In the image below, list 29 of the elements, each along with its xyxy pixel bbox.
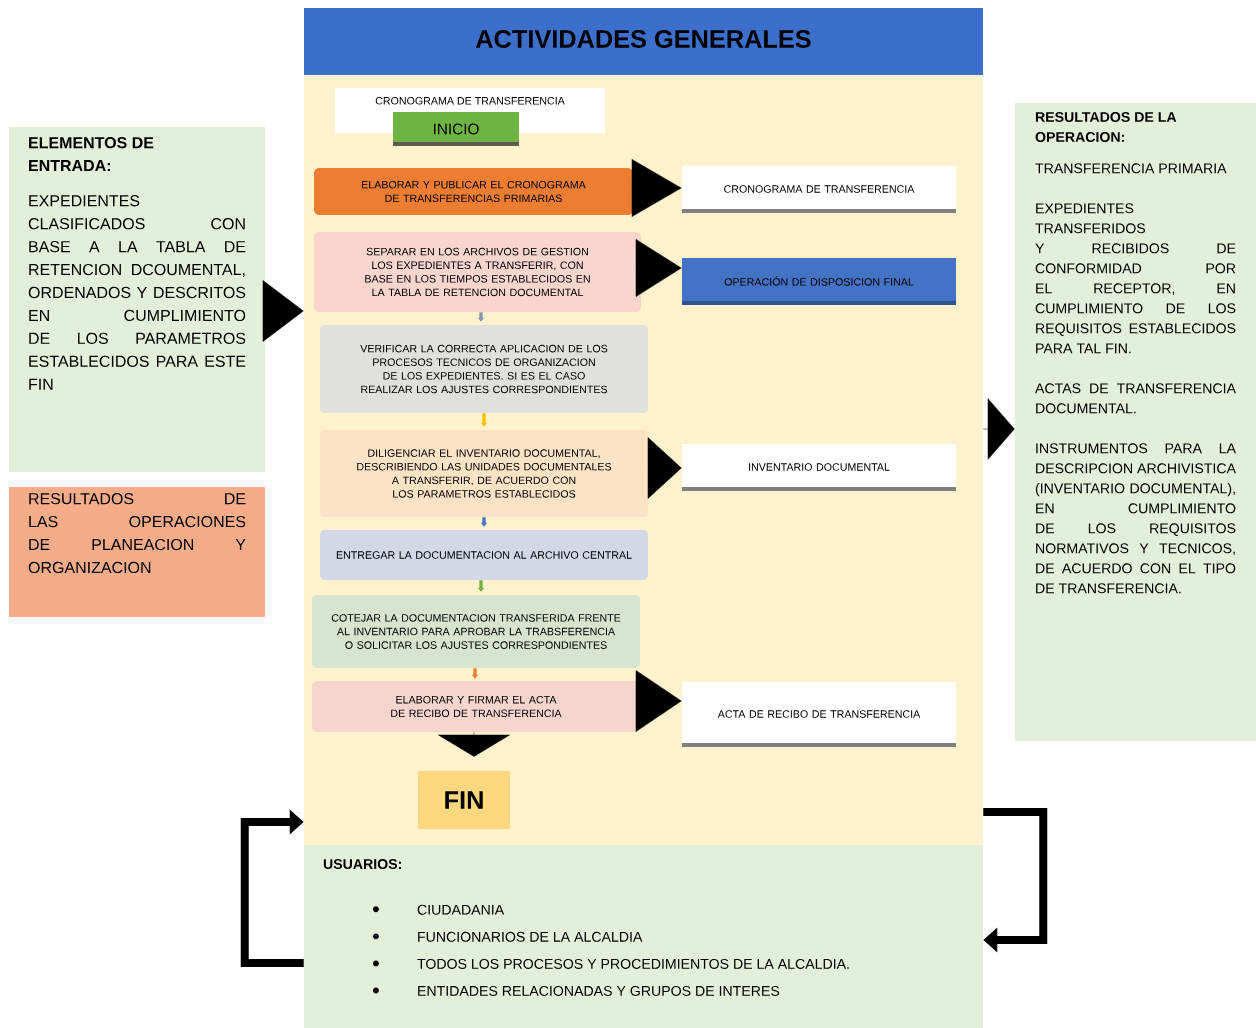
process-box: COTEJAR LA DOCUMENTACION TRANSFERIDA FRENTE AL INVENTARIO PARA APROBAR LA TRABSFERENCIA O SOLICITAR LOS AJUSTES CORRESPONDIENTES [312, 595, 640, 668]
arrow [478, 580, 484, 592]
process-box: ELABORAR Y FIRMAR EL ACTA DE RECIBO DE TRANSFERENCIA [312, 681, 640, 732]
process-box: DILIGENCIAR EL INVENTARIO DOCUMENTAL, DESCRIBIENDO LAS UNIDADES DOCUMENTALES A TRANSFERIR, DE ACUERDO CON LOS PARAMETROS ESTABLECIDOS [320, 430, 648, 517]
input-box: ELEMENTOS DE ENTRADA: EXPEDIENTES CLASIFICADOS CON BASE A LA TABLA DE RETENCION DCOUMENTAL, ORDENADOS Y DESCRITOS EN CUMPLIMIENTO DE LOS PARAMETROS ESTABLECIDOS PARA ESTE FIN [9, 127, 265, 472]
chevron-arrow [983, 398, 1015, 460]
result-box: INVENTARIO DOCUMENTAL [682, 444, 956, 491]
arrow [472, 668, 478, 679]
chevron-arrow [635, 239, 682, 297]
input-box: RESULTADOS DE LAS OPERACIONES DE PLANEACION Y ORGANIZACION [9, 487, 265, 617]
end-box: FIN [418, 771, 510, 829]
arrow [478, 312, 484, 322]
users-box: USUARIOS: CIUDADANIA FUNCIONARIOS DE LA ALCALDIA TODOS LOS PROCESOS Y PROCEDIMIENTOS DE LA ALCALDIA. ENTIDADES RELACIONADAS Y GRUPOS DE INTERES [304, 845, 983, 1028]
arrow [481, 413, 487, 427]
chevron-arrow [647, 437, 682, 499]
process-box: VERIFICAR LA CORRECTA APLICACION DE LOS PROCESOS TECNICOS DE ORGANIZACION DE LOS EXPEDIENTES. SI ES EL CASO REALIZAR LOS AJUSTES CORRESPONDIENTES [320, 325, 648, 413]
chevron-arrow [635, 670, 682, 732]
start-box: INICIO [393, 112, 519, 146]
process-box: ELABORAR Y PUBLICAR EL CRONOGRAMA DE TRANSFERENCIAS PRIMARIAS [314, 168, 633, 215]
result-box: OPERACIÓN DE DISPOSICION FINAL [682, 258, 956, 305]
arrow [481, 517, 487, 527]
chevron-arrow [631, 159, 682, 217]
process-box: ENTREGAR LA DOCUMENTACION AL ARCHIVO CENTRAL [320, 530, 648, 580]
chevron-arrow [438, 732, 510, 757]
process-box: SEPARAR EN LOS ARCHIVOS DE GESTION LOS EXPEDIENTES A TRANSFERIR, CON BASE EN LOS TIEMPOS ESTABLECIDOS EN LA TABLA DE RETENCION DOCUMENTAL [314, 232, 641, 312]
result-box: CRONOGRAMA DE TRANSFERENCIA [682, 166, 956, 213]
result-box: ACTA DE RECIBO DE TRANSFERENCIA [682, 682, 956, 747]
chevron-arrow [262, 280, 304, 342]
output-box: RESULTADOS DE LA OPERACION: TRANSFERENCIA PRIMARIA EXPEDIENTES TRANSFERIDOS Y RECIBIDOS DE CONFORMIDAD POR EL RECEPTOR, EN CUMPLIMIENTO DE LOS REQUISITOS ESTABLECIDOS PARA TAL FIN. ACTAS DE TRANSFERENCIA DOCUMENTAL. INSTRUMENTOS PARA LA DESCRIPCION ARCHIVISTICA (INVENTARIO DOCUMENTAL), EN CUMPLIMIENTO DE LOS REQUISITOS NORMATIVOS Y TECNICOS, DE ACUERDO CON EL TIPO DE TRANSFERENCIA. [1015, 103, 1256, 741]
